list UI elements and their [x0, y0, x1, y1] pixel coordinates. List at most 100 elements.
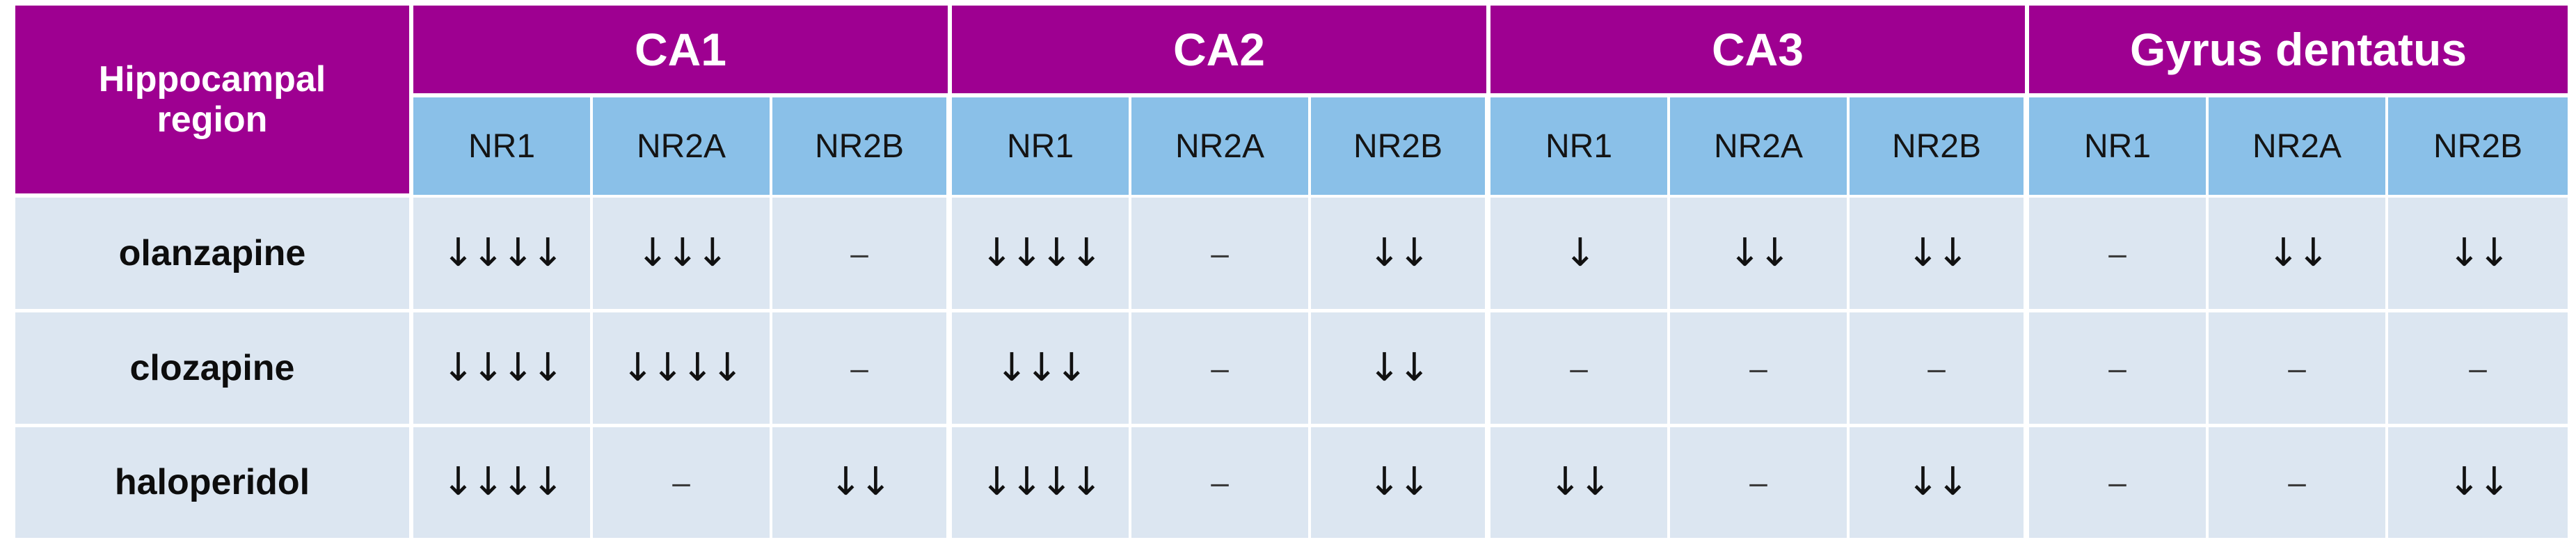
down-arrow-icon: ↓↓: [829, 459, 892, 505]
row-label-haloperidol: haloperidol: [15, 427, 413, 538]
no-change-dash-icon: –: [850, 234, 868, 271]
cell-olanzapine-ca2-nr1: ↓↓↓↓: [952, 198, 1131, 312]
hippocampal-receptor-table: Hippocampal region CA1 CA2 CA3 Gyrus den…: [15, 6, 2568, 538]
cell-olanzapine-ca3-nr1: ↓: [1490, 198, 1670, 312]
down-arrow-icon: ↓↓: [1368, 230, 1431, 276]
cell-olanzapine-gd-nr2b: ↓↓: [2388, 198, 2568, 312]
group-header-ca3: CA3: [1490, 6, 2029, 97]
down-arrow-icon: ↓↓↓: [636, 230, 729, 276]
sub-header-ca2-nr1: NR1: [952, 97, 1131, 198]
down-arrow-icon: ↓↓↓↓: [621, 344, 744, 390]
sub-header-ca2-nr2a: NR2A: [1131, 97, 1311, 198]
down-arrow-icon: ↓↓↓↓: [442, 459, 564, 505]
cell-haloperidol-ca1-nr2a: –: [593, 427, 772, 538]
cell-haloperidol-ca2-nr2a: –: [1131, 427, 1311, 538]
no-change-dash-icon: –: [2288, 464, 2306, 501]
sub-header-row: NR1 NR2A NR2B NR1 NR2A NR2B NR1 NR2A NR2…: [15, 97, 2568, 198]
down-arrow-icon: ↓↓: [1368, 344, 1431, 390]
cell-olanzapine-ca2-nr2b: ↓↓: [1311, 198, 1490, 312]
down-arrow-icon: ↓↓: [1549, 459, 1612, 505]
sub-header-ca3-nr1: NR1: [1490, 97, 1670, 198]
sub-header-ca1-nr2b: NR2B: [772, 97, 952, 198]
down-arrow-icon: ↓↓↓↓: [980, 230, 1103, 276]
no-change-dash-icon: –: [1211, 349, 1229, 386]
cell-olanzapine-ca1-nr2b: –: [772, 198, 952, 312]
down-arrow-icon: ↓↓: [2267, 230, 2330, 276]
down-arrow-icon: ↓↓: [1907, 230, 1969, 276]
cell-haloperidol-ca3-nr2a: –: [1670, 427, 1850, 538]
table-row: olanzapine ↓↓↓↓ ↓↓↓ – ↓↓↓↓ – ↓↓ ↓ ↓↓ ↓↓ …: [15, 198, 2568, 312]
cell-olanzapine-gd-nr2a: ↓↓: [2209, 198, 2388, 312]
cell-clozapine-ca1-nr2b: –: [772, 312, 952, 427]
no-change-dash-icon: –: [850, 349, 868, 386]
cell-clozapine-ca2-nr1: ↓↓↓: [952, 312, 1131, 427]
no-change-dash-icon: –: [2288, 349, 2306, 386]
down-arrow-icon: ↓↓: [2448, 230, 2511, 276]
cell-clozapine-ca3-nr2a: –: [1670, 312, 1850, 427]
no-change-dash-icon: –: [1749, 464, 1767, 501]
no-change-dash-icon: –: [672, 464, 690, 501]
down-arrow-icon: ↓: [1564, 230, 1597, 276]
table-container: Hippocampal region CA1 CA2 CA3 Gyrus den…: [0, 6, 2576, 549]
row-label-clozapine: clozapine: [15, 312, 413, 427]
cell-haloperidol-ca3-nr2b: ↓↓: [1850, 427, 2029, 538]
cell-clozapine-ca1-nr2a: ↓↓↓↓: [593, 312, 772, 427]
cell-haloperidol-ca1-nr2b: ↓↓: [772, 427, 952, 538]
cell-olanzapine-ca1-nr1: ↓↓↓↓: [413, 198, 593, 312]
group-header-ca2: CA2: [952, 6, 1490, 97]
corner-header-line-1: Hippocampal: [98, 58, 326, 100]
cell-clozapine-ca2-nr2b: ↓↓: [1311, 312, 1490, 427]
sub-header-gd-nr2a: NR2A: [2209, 97, 2388, 198]
down-arrow-icon: ↓↓: [2448, 459, 2511, 505]
down-arrow-icon: ↓↓: [1368, 459, 1431, 505]
sub-header-ca3-nr2b: NR2B: [1850, 97, 2029, 198]
down-arrow-icon: ↓↓↓↓: [442, 230, 564, 276]
cell-olanzapine-ca3-nr2b: ↓↓: [1850, 198, 2029, 312]
cell-clozapine-ca3-nr2b: –: [1850, 312, 2029, 427]
cell-clozapine-gd-nr2b: –: [2388, 312, 2568, 427]
sub-header-ca1-nr1: NR1: [413, 97, 593, 198]
no-change-dash-icon: –: [1211, 234, 1229, 271]
cell-olanzapine-ca1-nr2a: ↓↓↓: [593, 198, 772, 312]
cell-clozapine-ca1-nr1: ↓↓↓↓: [413, 312, 593, 427]
sub-header-ca3-nr2a: NR2A: [1670, 97, 1850, 198]
cell-clozapine-ca2-nr2a: –: [1131, 312, 1311, 427]
table-row: clozapine ↓↓↓↓ ↓↓↓↓ – ↓↓↓ – ↓↓ – – – – –…: [15, 312, 2568, 427]
sub-header-gd-nr2b: NR2B: [2388, 97, 2568, 198]
cell-haloperidol-ca2-nr1: ↓↓↓↓: [952, 427, 1131, 538]
row-label-olanzapine: olanzapine: [15, 198, 413, 312]
cell-clozapine-gd-nr2a: –: [2209, 312, 2388, 427]
cell-haloperidol-gd-nr2a: –: [2209, 427, 2388, 538]
cell-haloperidol-ca2-nr2b: ↓↓: [1311, 427, 1490, 538]
table-row: haloperidol ↓↓↓↓ – ↓↓ ↓↓↓↓ – ↓↓ ↓↓ – ↓↓ …: [15, 427, 2568, 538]
table-header: Hippocampal region CA1 CA2 CA3 Gyrus den…: [15, 6, 2568, 198]
down-arrow-icon: ↓↓: [1907, 459, 1969, 505]
no-change-dash-icon: –: [1570, 349, 1588, 386]
cell-clozapine-gd-nr1: –: [2029, 312, 2209, 427]
cell-olanzapine-ca3-nr2a: ↓↓: [1670, 198, 1850, 312]
down-arrow-icon: ↓↓↓↓: [980, 459, 1103, 505]
no-change-dash-icon: –: [2108, 234, 2126, 271]
no-change-dash-icon: –: [2108, 349, 2126, 386]
sub-header-gd-nr1: NR1: [2029, 97, 2209, 198]
group-header-row: Hippocampal region CA1 CA2 CA3 Gyrus den…: [15, 6, 2568, 198]
corner-header-line-2: region: [157, 100, 268, 140]
group-header-ca1: CA1: [413, 6, 952, 97]
cell-clozapine-ca3-nr1: –: [1490, 312, 1670, 427]
no-change-dash-icon: –: [1749, 349, 1767, 386]
group-header-gyrus-dentatus: Gyrus dentatus: [2029, 6, 2568, 97]
no-change-dash-icon: –: [1927, 349, 1946, 386]
table-body: olanzapine ↓↓↓↓ ↓↓↓ – ↓↓↓↓ – ↓↓ ↓ ↓↓ ↓↓ …: [15, 198, 2568, 538]
down-arrow-icon: ↓↓↓: [995, 344, 1088, 390]
cell-haloperidol-gd-nr1: –: [2029, 427, 2209, 538]
corner-header-hippocampal-region: Hippocampal region: [15, 6, 413, 198]
cell-olanzapine-gd-nr1: –: [2029, 198, 2209, 312]
no-change-dash-icon: –: [1211, 464, 1229, 501]
sub-header-ca1-nr2a: NR2A: [593, 97, 772, 198]
no-change-dash-icon: –: [2108, 464, 2126, 501]
cell-olanzapine-ca2-nr2a: –: [1131, 198, 1311, 312]
cell-haloperidol-ca1-nr1: ↓↓↓↓: [413, 427, 593, 538]
down-arrow-icon: ↓↓↓↓: [442, 344, 564, 390]
cell-haloperidol-ca3-nr1: ↓↓: [1490, 427, 1670, 538]
cell-haloperidol-gd-nr2b: ↓↓: [2388, 427, 2568, 538]
